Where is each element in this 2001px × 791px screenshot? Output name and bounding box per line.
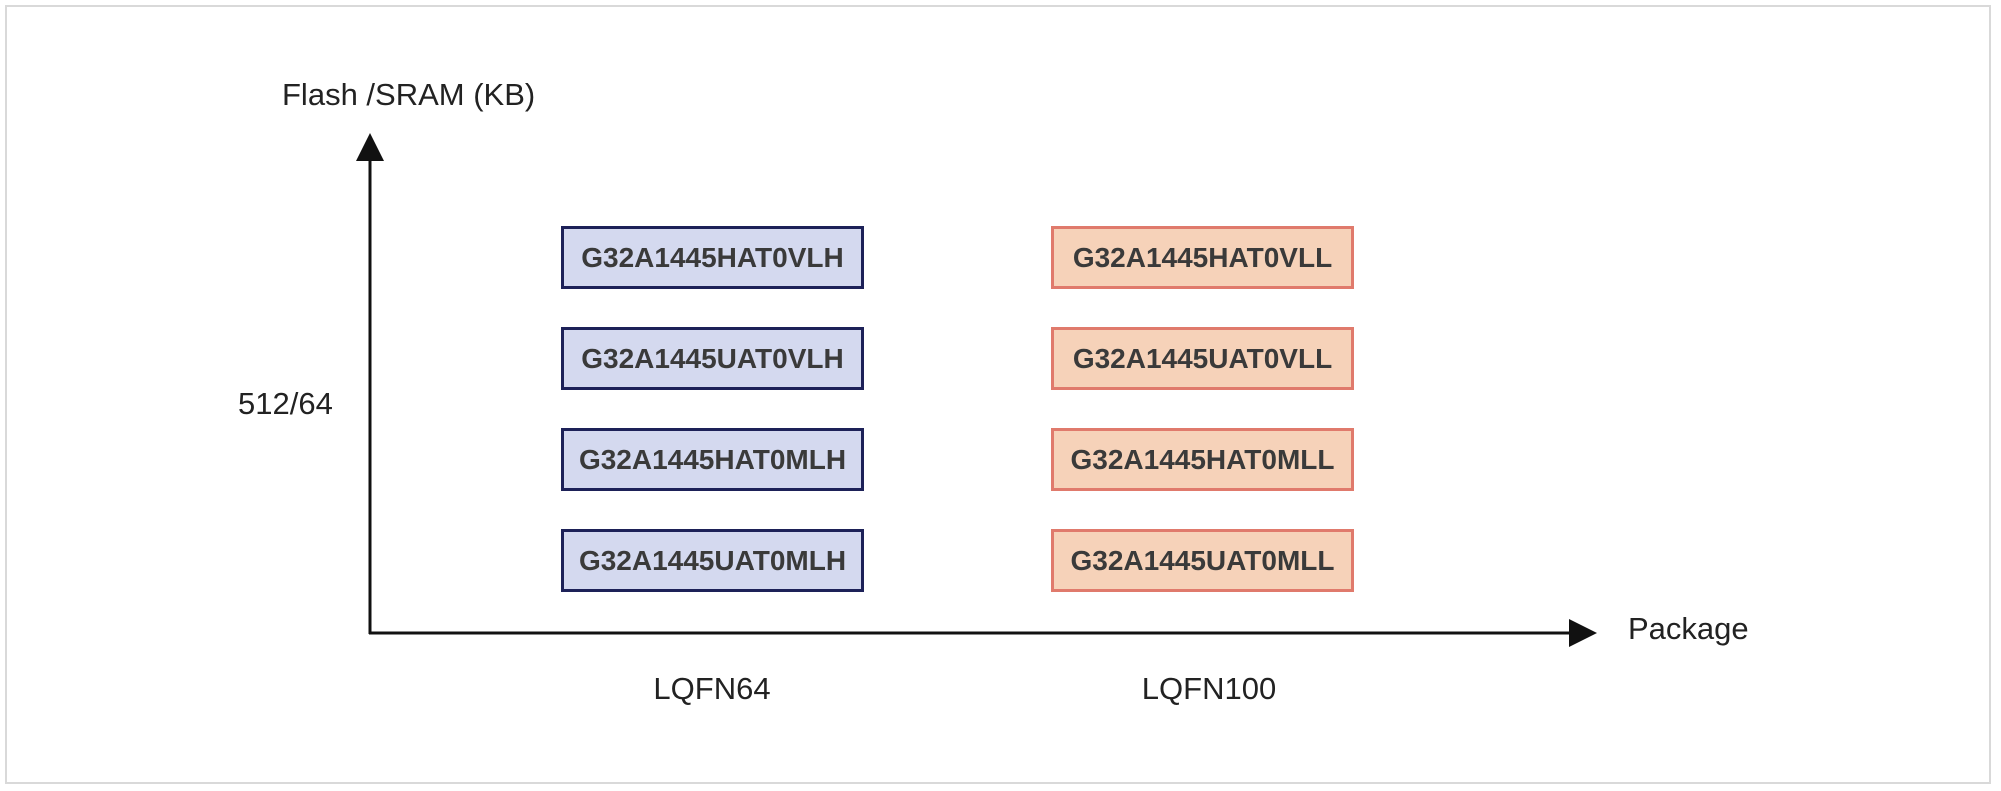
- x-axis-title: Package: [1628, 611, 1749, 646]
- x-axis-tick-label: LQFN64: [653, 671, 771, 706]
- part-box-lqfn100: G32A1445HAT0VLL: [1051, 226, 1354, 289]
- part-box-lqfn100: G32A1445UAT0MLL: [1051, 529, 1354, 592]
- x-axis-tick-label: LQFN100: [1141, 671, 1277, 706]
- part-box-lqfn100: G32A1445UAT0VLL: [1051, 327, 1354, 390]
- part-box-lqfn64: G32A1445HAT0VLH: [561, 226, 864, 289]
- x-axis-arrow: [1569, 619, 1597, 647]
- part-box-lqfn64: G32A1445UAT0VLH: [561, 327, 864, 390]
- part-box-lqfn64: G32A1445HAT0MLH: [561, 428, 864, 491]
- part-box-lqfn100: G32A1445HAT0MLL: [1051, 428, 1354, 491]
- y-axis-tick-label: 512/64: [238, 386, 333, 421]
- part-box-lqfn64: G32A1445UAT0MLH: [561, 529, 864, 592]
- y-axis-arrow: [356, 133, 384, 161]
- diagram-frame: [5, 5, 1991, 784]
- y-axis-title: Flash /SRAM (KB): [282, 77, 536, 112]
